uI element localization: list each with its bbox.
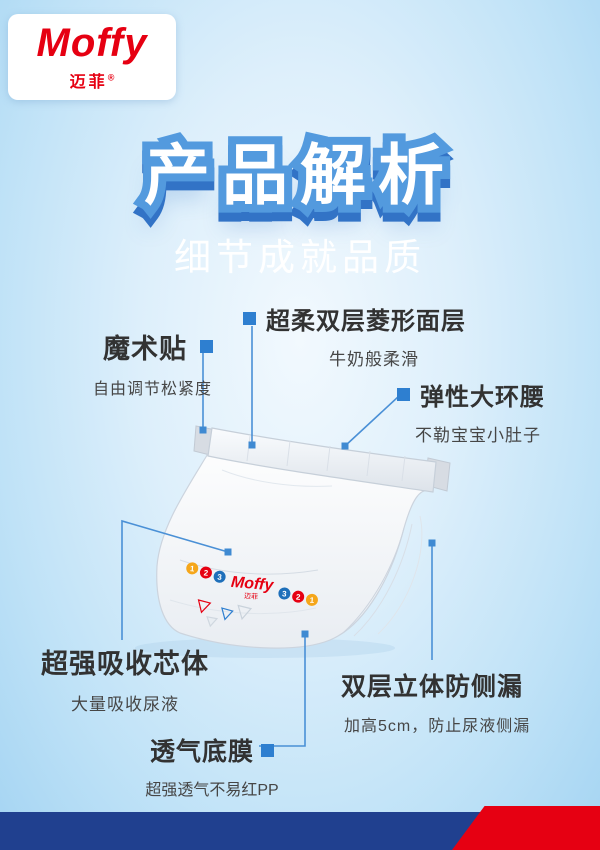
diaper-waistband bbox=[207, 427, 437, 493]
callout-magic-tape-title: 魔术贴 bbox=[103, 334, 187, 364]
callout-surface: 超柔双层菱形面层 牛奶般柔滑 bbox=[243, 301, 466, 370]
diaper-number: 3 bbox=[282, 589, 288, 598]
bullet-square-icon bbox=[261, 743, 274, 757]
callout-core: 超强吸收芯体 大量吸收尿液 bbox=[40, 642, 210, 715]
brand-logo-text: Moffy bbox=[36, 20, 148, 65]
line-endpoint bbox=[199, 426, 207, 434]
line-endpoint bbox=[341, 442, 349, 450]
registered-mark: ® bbox=[107, 72, 115, 83]
brand-logo-subtext: 迈菲® bbox=[70, 68, 115, 92]
callout-core-title: 超强吸收芯体 bbox=[41, 649, 209, 679]
callout-waistband-title: 弹性大环腰 bbox=[420, 384, 545, 411]
callout-waistband-desc: 不勒宝宝小肚子 bbox=[415, 426, 541, 445]
diaper-triangle-pattern bbox=[197, 599, 253, 628]
diaper-number: 3 bbox=[217, 573, 223, 582]
diaper-number: 2 bbox=[203, 568, 209, 577]
diaper-number: 2 bbox=[296, 593, 302, 602]
bullet-square-icon bbox=[200, 340, 213, 353]
page-title: 产品解析 产品解析 产品解析 bbox=[0, 122, 600, 229]
bullet-square-icon bbox=[243, 312, 256, 325]
callout-magic-tape: 魔术贴 自由调节松紧度 bbox=[93, 327, 213, 399]
diaper-front-print: 1 2 3 Moffy 迈菲 3 2 1 bbox=[186, 562, 318, 628]
callout-leak-guard-title: 双层立体防侧漏 bbox=[341, 673, 524, 701]
callout-core-desc: 大量吸收尿液 bbox=[71, 695, 179, 714]
diaper-brand-text: Moffy bbox=[230, 574, 275, 595]
callout-line-bottom-film bbox=[259, 636, 306, 747]
callout-waistband: 弹性大环腰 不勒宝宝小肚子 bbox=[397, 377, 545, 446]
callout-surface-desc: 牛奶般柔滑 bbox=[329, 350, 419, 369]
line-endpoint bbox=[224, 548, 232, 556]
page-subtitle: 细节成就品质 bbox=[174, 237, 426, 278]
callout-line-core bbox=[121, 519, 229, 640]
line-endpoint bbox=[301, 630, 309, 638]
brand-logo-cn: 迈菲 bbox=[69, 73, 108, 91]
callout-surface-title: 超柔双层菱形面层 bbox=[266, 308, 466, 335]
page-title-stroke-layer: 产品解析 bbox=[136, 130, 456, 220]
diaper-number: 1 bbox=[309, 596, 315, 605]
callout-line-waistband bbox=[344, 395, 400, 447]
line-endpoint bbox=[428, 539, 436, 547]
callout-magic-tape-desc: 自由调节松紧度 bbox=[93, 381, 213, 398]
brand-logo: Moffy 迈菲® bbox=[8, 14, 176, 100]
line-endpoint bbox=[248, 441, 256, 449]
callout-leak-guard: 双层立体防侧漏 加高5cm，防止尿液侧漏 bbox=[341, 667, 530, 736]
diaper-details bbox=[169, 469, 423, 637]
callout-bottom-film-desc: 超强透气不易红PP bbox=[145, 782, 279, 799]
page-title-depth-layer: 产品解析 bbox=[136, 139, 456, 229]
bullet-square-icon bbox=[397, 388, 410, 401]
callout-leak-guard-desc: 加高5cm，防止尿液侧漏 bbox=[344, 718, 531, 735]
callout-bottom-film-title: 透气底膜 bbox=[149, 738, 254, 766]
page-title-fill-layer: 产品解析 bbox=[144, 138, 456, 212]
callout-bottom-film: 透气底膜 超强透气不易红PP bbox=[134, 732, 290, 800]
diaper-brand-subtext: 迈菲 bbox=[244, 591, 259, 601]
diaper-number: 1 bbox=[190, 564, 196, 573]
